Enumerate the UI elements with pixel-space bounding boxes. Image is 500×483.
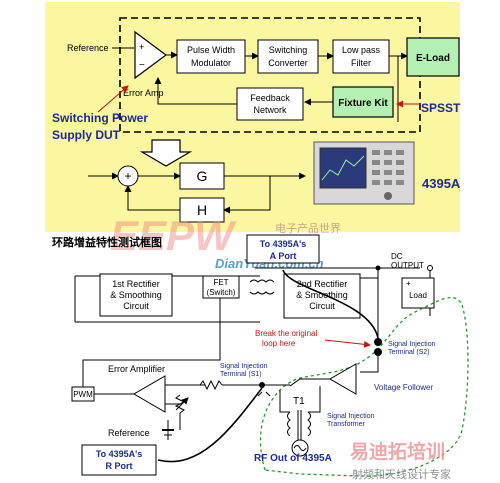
e-load-label: E-Load bbox=[416, 53, 450, 64]
r-port-probe-cable bbox=[157, 387, 263, 463]
error-amp-symbol bbox=[134, 30, 168, 80]
spsst-label: SPSST bbox=[421, 101, 461, 115]
load-block bbox=[401, 277, 435, 309]
dc-output-label-2: OUTPUT bbox=[391, 261, 424, 270]
switching-converter-label-2: Converter bbox=[268, 58, 308, 68]
t1-primary bbox=[287, 411, 291, 437]
pwm-label-1: Pulse Width bbox=[187, 45, 235, 55]
voltage-follower-label: Voltage Follower bbox=[374, 383, 433, 392]
feedback-resistor bbox=[199, 379, 223, 391]
r-port-label-2: R Port bbox=[106, 461, 133, 471]
h-label: H bbox=[197, 202, 207, 218]
s1-label-1: Signal Injection bbox=[220, 363, 268, 370]
s1-label-2: Terminal (S1) bbox=[220, 371, 262, 378]
first-rectifier-label-2: & Smoothing bbox=[110, 290, 162, 300]
low-pass-filter-label-2: Filter bbox=[351, 58, 371, 68]
load-label: Load bbox=[409, 291, 427, 300]
switching-converter-label-1: Switching bbox=[269, 45, 308, 55]
reference-bottom-label: Reference bbox=[108, 428, 150, 438]
fixture-kit-block bbox=[332, 86, 394, 118]
second-rectifier-label-3: Circuit bbox=[309, 301, 335, 311]
feedback-network-block bbox=[236, 87, 304, 121]
r-port-box bbox=[81, 444, 157, 476]
dut-label-1: Switching Power bbox=[52, 111, 148, 125]
feedback-network-label-1: Feedback bbox=[250, 93, 290, 103]
voltage-follower-symbol bbox=[328, 363, 357, 395]
e-load-block bbox=[406, 37, 460, 77]
dc-output-label-1: DC bbox=[391, 252, 403, 261]
fet-block bbox=[202, 275, 240, 299]
down-arrow-icon bbox=[139, 139, 193, 167]
pwm-block bbox=[176, 39, 246, 74]
watermark-cn: 电子产品世界 bbox=[275, 221, 341, 235]
rf-out-label: RF Out of 4395A bbox=[254, 453, 332, 464]
load-plus: + bbox=[406, 279, 411, 288]
pwm-bottom-label: PWM bbox=[73, 390, 93, 399]
h-block bbox=[179, 197, 225, 223]
break-loop-label-2: loop here bbox=[262, 339, 296, 348]
t1-label: T1 bbox=[293, 396, 305, 407]
low-pass-filter-label-1: Low pass bbox=[342, 45, 381, 55]
footer-watermark-text: 射频和天线设计专家 bbox=[352, 467, 451, 481]
watermark-logo: EEPW bbox=[110, 212, 237, 259]
error-amp-label: Error Amp bbox=[123, 88, 164, 98]
error-amplifier-symbol bbox=[133, 375, 166, 413]
a-port-probe-cable bbox=[282, 269, 379, 339]
g-label: G bbox=[197, 168, 208, 184]
main-transformer-symbol bbox=[249, 279, 275, 283]
break-loop-label-1: Break the original bbox=[255, 329, 317, 338]
low-pass-filter-block bbox=[332, 39, 390, 74]
fet-label-1: FET bbox=[213, 278, 228, 287]
reference-label: Reference bbox=[67, 43, 109, 53]
error-amp-minus: − bbox=[139, 60, 145, 71]
footer-watermark-logo: 易迪拓培训 bbox=[350, 440, 445, 463]
error-amplifier-label: Error Amplifier bbox=[108, 364, 165, 374]
first-rectifier-label-3: Circuit bbox=[123, 301, 149, 311]
dut-label-2: Supply DUT bbox=[52, 128, 121, 142]
pwm-label-2: Modulator bbox=[191, 58, 231, 68]
r-port-label-1: To 4395A's bbox=[96, 449, 143, 459]
error-amp-plus: + bbox=[139, 42, 144, 52]
first-rectifier-block bbox=[99, 273, 173, 317]
g-block bbox=[179, 162, 225, 190]
s2-label-1: Signal Injection bbox=[388, 341, 436, 348]
fixture-kit-label: Fixture Kit bbox=[338, 98, 388, 109]
first-rectifier-label-1: 1st Rectifier bbox=[112, 279, 160, 289]
switching-converter-block bbox=[257, 39, 319, 74]
a-port-box bbox=[246, 234, 320, 264]
sig-inj-transformer-label-2: Transformer bbox=[327, 421, 366, 428]
a-port-label-1: To 4395A's bbox=[260, 239, 307, 249]
second-rectifier-label-1: 2nd Rectifier bbox=[297, 279, 348, 289]
sig-inj-transformer-label-1: Signal Injection bbox=[327, 413, 375, 420]
analyzer-label: 4395A bbox=[422, 176, 461, 191]
second-rectifier-label-2: & Smoothing bbox=[296, 290, 348, 300]
fet-label-2: (Switch) bbox=[207, 288, 236, 297]
t1-secondary bbox=[307, 411, 311, 437]
a-port-label-2: A Port bbox=[270, 251, 297, 261]
summing-plus: + bbox=[124, 169, 131, 183]
s2-label-2: Terminal (S2) bbox=[388, 349, 430, 356]
fixture-boundary bbox=[259, 296, 469, 477]
s2-terminal bbox=[374, 338, 382, 346]
feedback-network-label-2: Network bbox=[253, 105, 287, 115]
cn-title: 环路增益特性测试框图 bbox=[52, 235, 162, 249]
